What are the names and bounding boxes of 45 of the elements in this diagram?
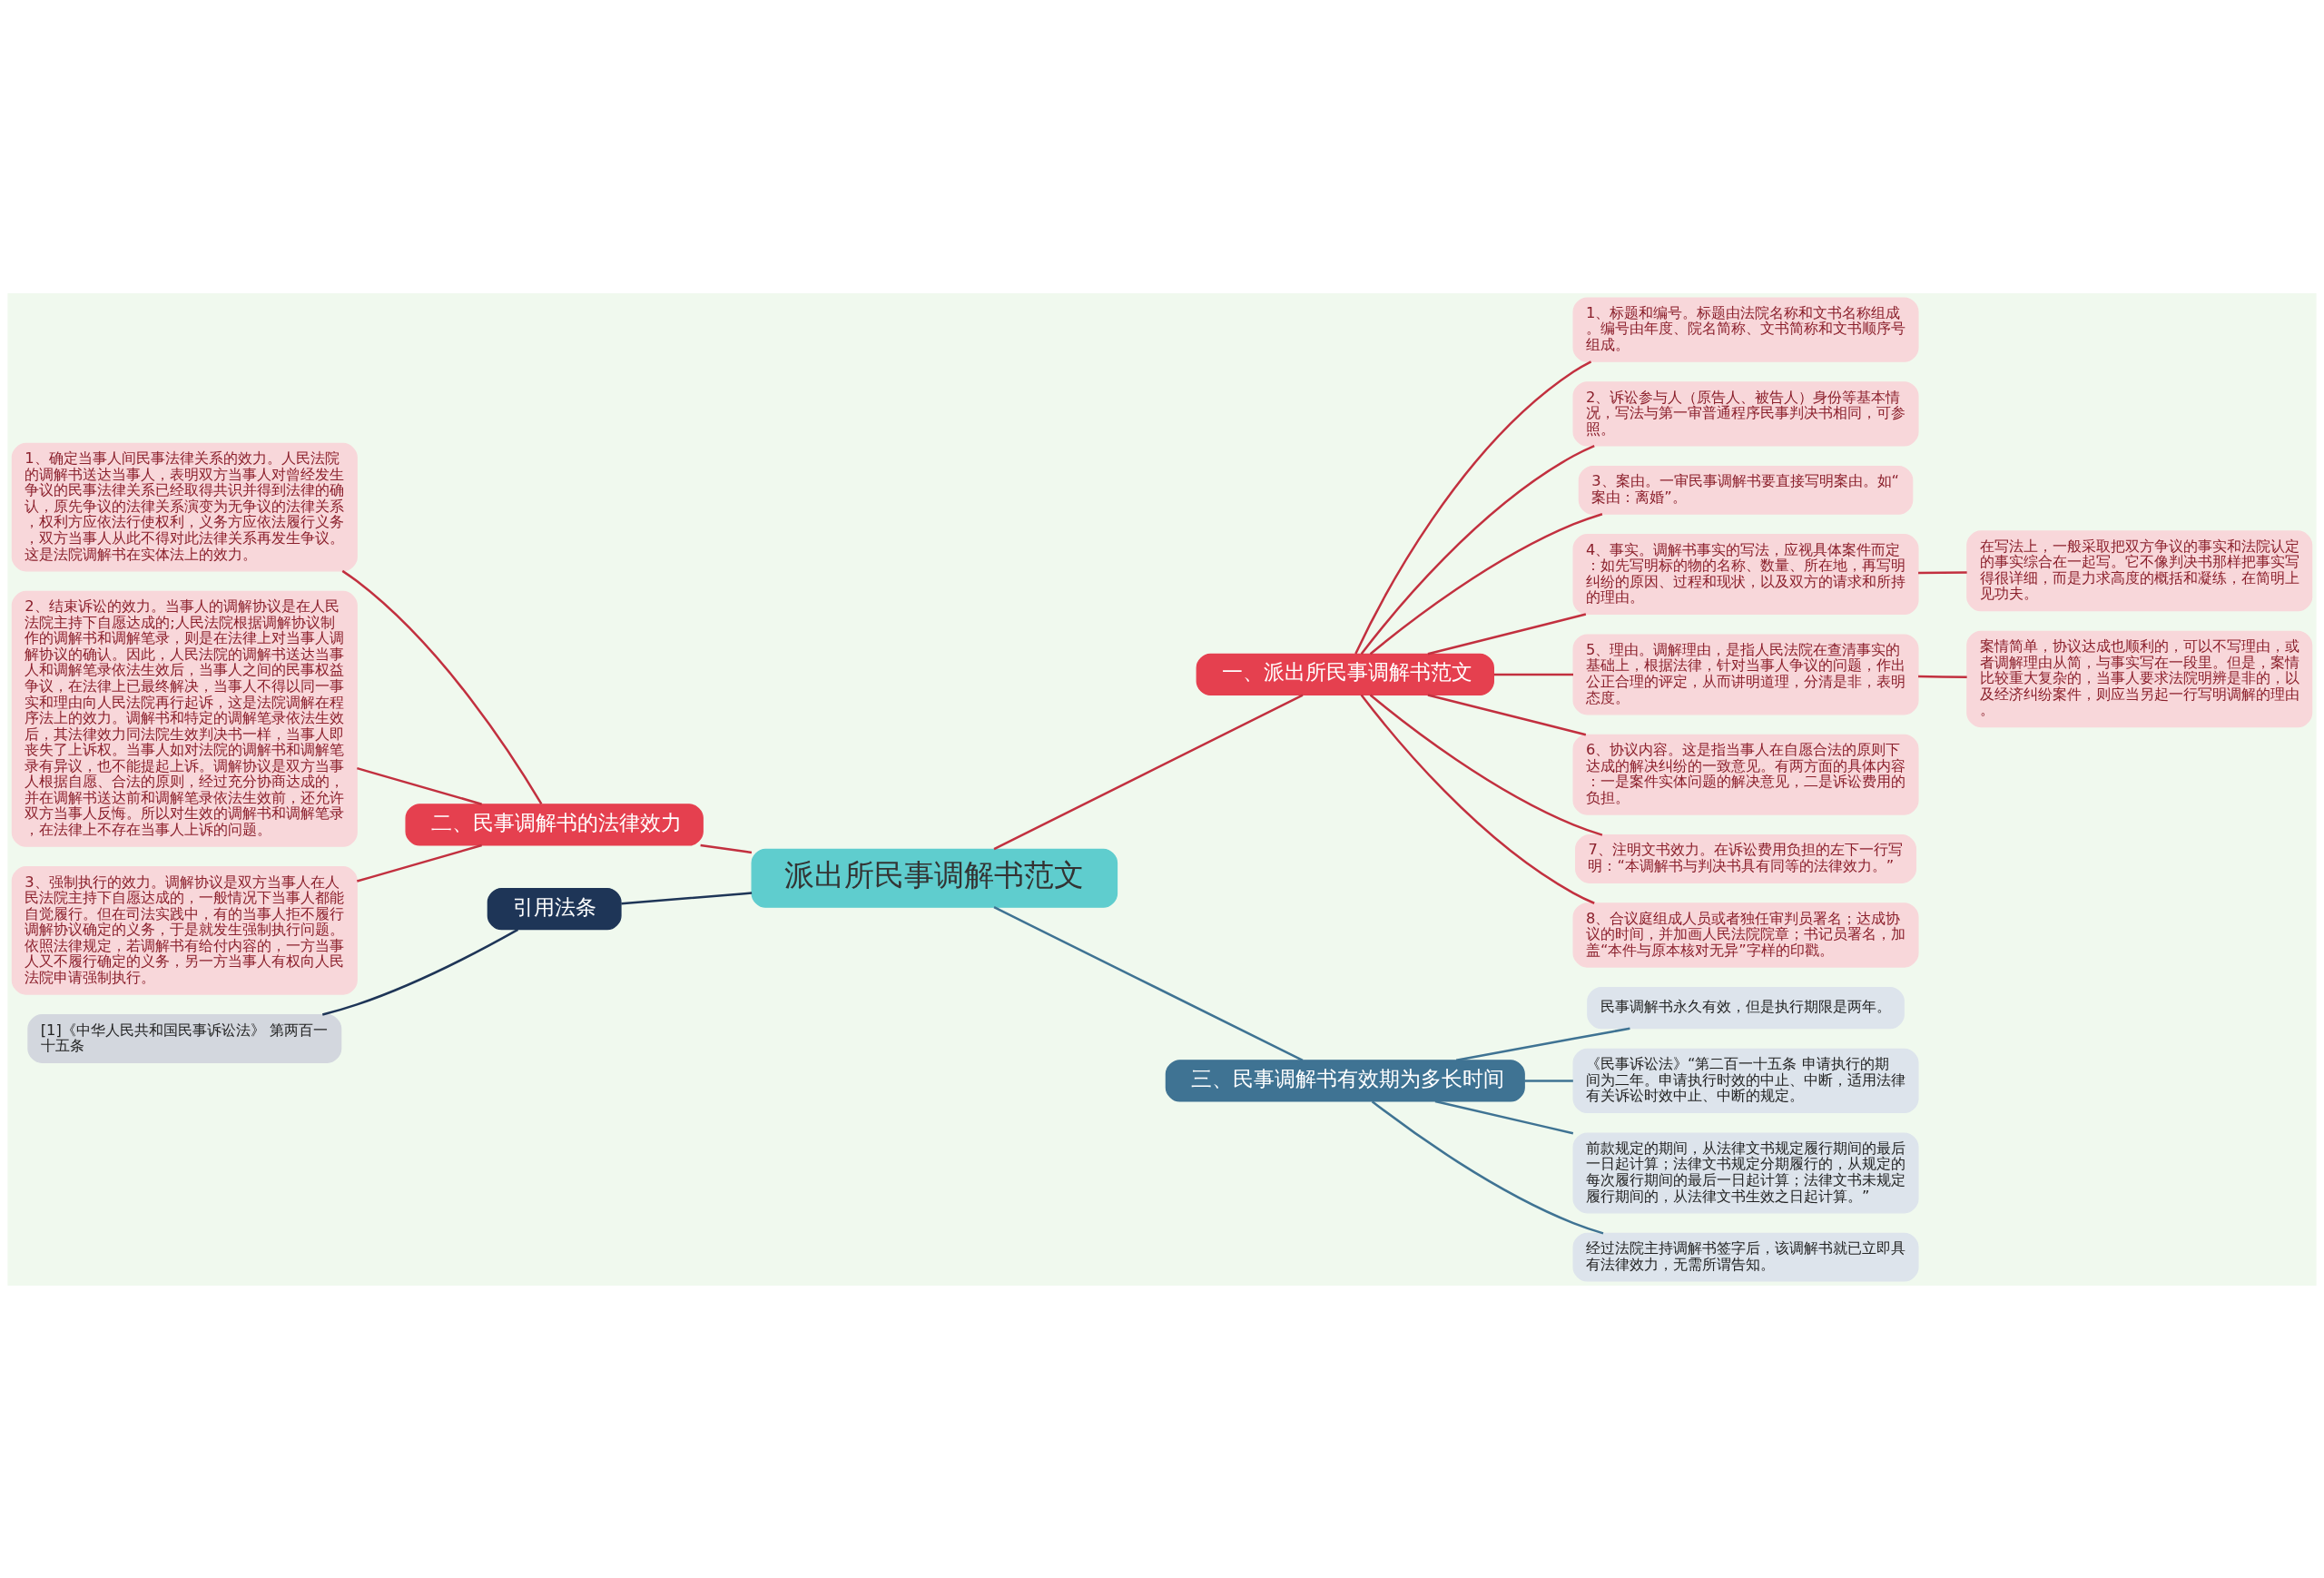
connector (357, 843, 482, 883)
node-box: 经过法院主持调解书签字后，该调解书就已立即具有法律效力，无需所谓告知。 (1572, 1232, 1919, 1282)
connector (1427, 693, 1587, 735)
node-box: [1]《中华人民共和国民事诉讼法》 第两百一十五条 (27, 1013, 342, 1063)
connector (993, 905, 1304, 1061)
connector (1360, 444, 1595, 655)
node-box: 3、强制执行的效力。调解协议是双方当事人在人民法院主持下自愿达成的，一般情况下当事人都能自觉履行。但在司法实践中，有的当事人拒不履行调解协议确定的义务，于是就发生强制执行问题。依照法律规定，若调解书有给付内容的，一方当事人又不履行确定的义务，另一方当事人有权向人民法院申请强制执行。 (11, 865, 358, 995)
connector (993, 694, 1304, 850)
node-box: 2、诉讼参与人（原告人、被告人）身份等基本情况，写法与第一审普通程序民事判决书相同，可参照。 (1572, 380, 1919, 447)
node-box: 4、事实。调解书事实的写法，应视具体案件而定：如先写明标的物的名称、数量、所在地，再写明纠纷的原因、过程和现状，以及双方的请求和所持的理由。 (1572, 533, 1919, 615)
connector (1918, 570, 1967, 574)
connector (1354, 360, 1592, 655)
node-box: 《民事诉讼法》“第二百一十五条 申请执行的期间为二年。申请执行时效的中止、中断，适用法律有关诉讼时效中止、中断的规定。 (1572, 1048, 1919, 1113)
node-box: 一、派出所民事调解书范文 (1196, 653, 1494, 695)
node-box: 二、民事调解书的法律效力 (405, 803, 704, 846)
connector (341, 569, 543, 804)
connector (1918, 675, 1967, 678)
connector (321, 928, 519, 1016)
node-box: 1、确定当事人间民事法律关系的效力。人民法院的调解书送达当事人，表明双方当事人对曾经发生争议的民事法律关系已经取得共识并得到法律的确认，原先争议的法律关系演变为无争议的法律关系，权利方应依法行使权利，义务方应依法履行义务，双方当事人从此不得对此法律关系再发生争议。这是法院调解书在实体法上的效力。 (11, 442, 358, 571)
connector (1524, 1079, 1573, 1082)
node-box: 前款规定的期间，从法律文书规定履行期间的最后一日起计算；法律文书规定分期履行的，从规定的每次履行期间的最后一日起计算；法律文书未规定履行期间的，从法律文书生效之日起计算。” (1572, 1131, 1919, 1213)
connector (1369, 694, 1603, 836)
node-box: 6、协议内容。这是指当事人在自愿合法的原则下达成的解决纠纷的一致意见。有两方面的具体内容：一是案件实体问题的解决意见，二是诉讼费用的负担。 (1572, 734, 1919, 815)
connector (1369, 512, 1603, 655)
node-box: 引用法条 (487, 887, 622, 930)
connector (1434, 1100, 1574, 1134)
node-box: 案情简单，协议达成也顺利的，可以不写理由，或者调解理由从简，与事实写在一段里。但是，案情比较重大复杂的，当事人要求法院明辨是非的，以及经济纠纷案件，则应当另起一行写明调解的理由。 (1966, 630, 2313, 727)
connector (621, 891, 753, 904)
node-box: 三、民事调解书有效期为多长时间 (1165, 1059, 1525, 1102)
connector (1371, 1100, 1604, 1235)
connector (1427, 612, 1587, 656)
connector (700, 843, 753, 853)
connector (1455, 1027, 1630, 1061)
connector (357, 766, 482, 805)
node-box: 8、合议庭组成人员或者独任审判员署名；达成协议的时间，并加画人民法院院章；书记员署名，加盖“本件与原本核对无异”字样的印戳。 (1572, 902, 1919, 968)
node-box: 派出所民事调解书范文 (751, 848, 1118, 908)
node-box: 民事调解书永久有效，但是执行期限是两年。 (1587, 986, 1905, 1029)
node-box: 3、案由。一审民事调解书要直接写明案由。如“案由：离婚”。 (1578, 465, 1914, 515)
node-box: 2、结束诉讼的效力。当事人的调解协议是在人民法院主持下自愿达成的;人民法院根据调解协议制作的调解书和调解笔录，则是在法律上对当事人调解协议的确认。因此，人民法院的调解书送达当事人和调解笔录依法生效后，当事人之间的民事权益争议，在法律上已最终解决，当事人不得以同一事实和理由向人民法院再行起诉，这是法院调解在程序法上的效力。调解书和特定的调解笔录依法生效后，其法律效力同法院生效判决书一样，当事人即丧失了上诉权。当事人如对法院的调解书和调解笔录有异议，也不能提起上诉。调解协议是双方当事人根据自愿、合法的原则，经过充分协商达成的，并在调解书送达前和调解笔录依法生效前，还允许双方当事人反悔。所以对生效的调解书和调解笔录，在法律上不存在当事人上诉的问题。 (11, 590, 358, 847)
node-box: 在写法上，一般采取把双方争议的事实和法院认定的事实综合在一起写。它不像判决书那样把事实写得很详细，而是力求高度的概括和凝练，在简明上见功夫。 (1966, 529, 2313, 611)
node-box: 5、理由。调解理由，是指人民法院在查清事实的基础上，根据法律，针对当事人争议的问题，作出公正合理的评定，从而讲明道理，分清是非，表明态度。 (1572, 633, 1919, 715)
node-box: 1、标题和编号。标题由法院名称和文书名称组成。编号由年度、院名简称、文书简称和文书顺序号组成。 (1572, 296, 1919, 362)
connector (1360, 694, 1595, 904)
node-box: 7、注明文书效力。在诉讼费用负担的左下一行写明：“本调解书与判决书具有同等的法律效力。” (1575, 833, 1917, 883)
connector (1493, 673, 1573, 676)
